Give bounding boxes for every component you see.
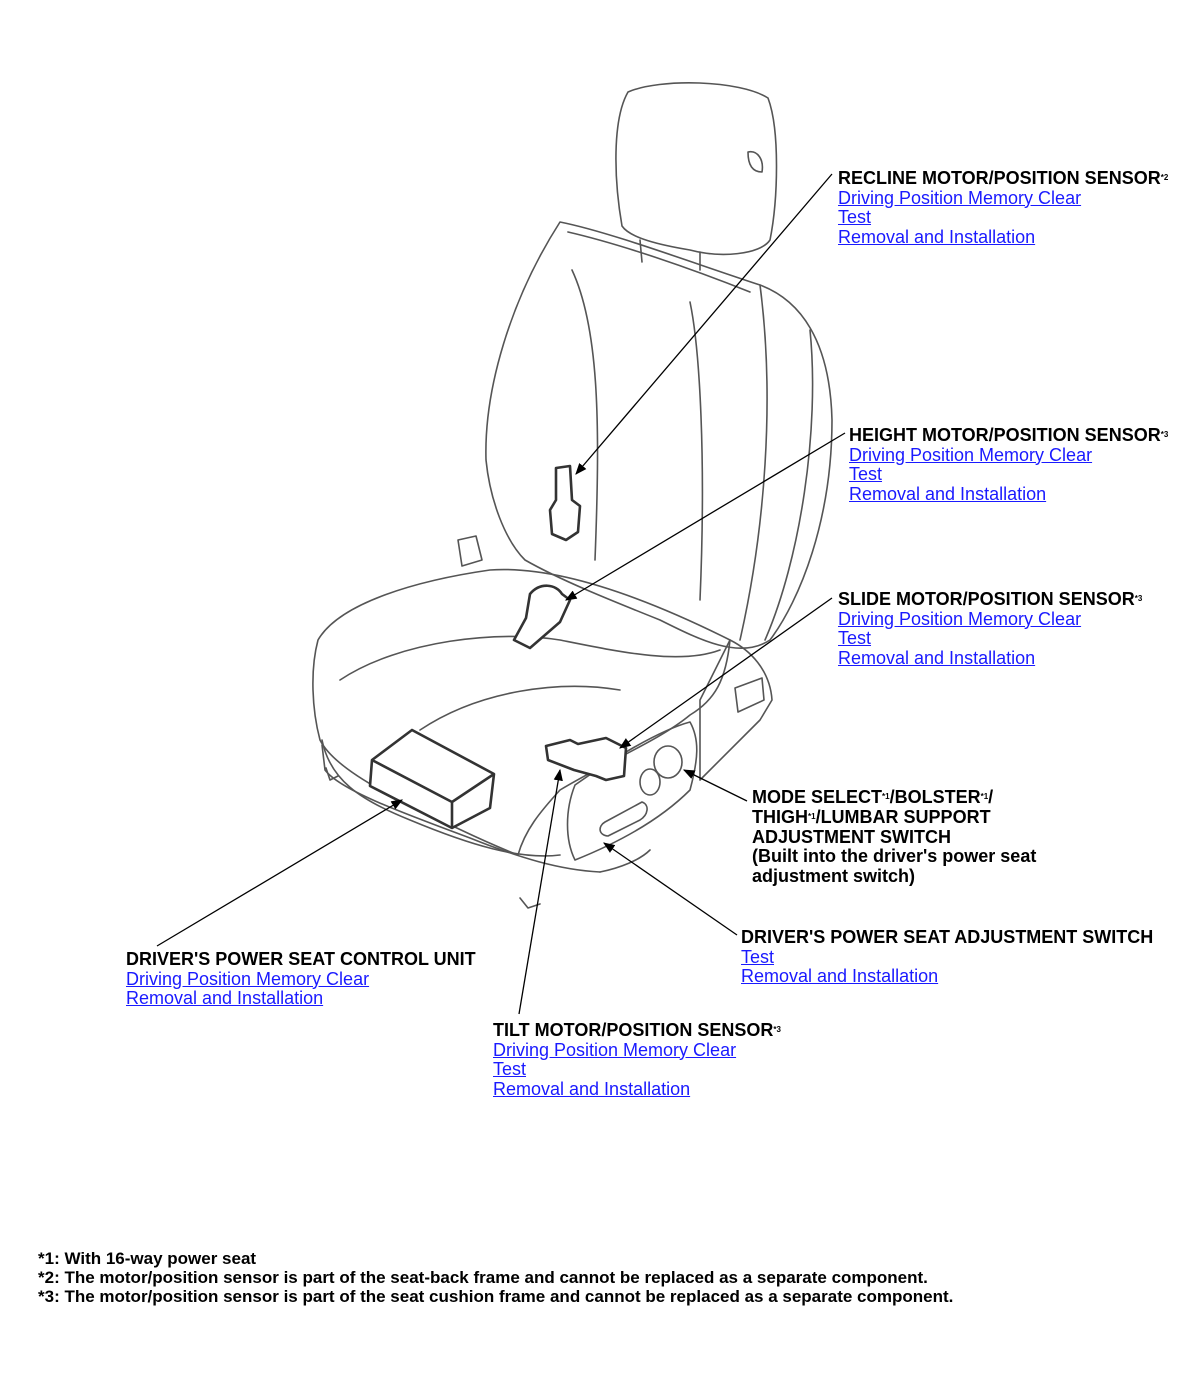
recline-link-removal[interactable]: Removal and Installation [838,228,1168,248]
control-unit-link-removal[interactable]: Removal and Installation [126,989,476,1009]
thigh-footnote-ref: *1 [808,812,816,821]
mode-select-line2: THIGH*1/LUMBAR SUPPORT [752,808,1036,828]
side-panel [700,640,772,780]
headrest-button [748,152,762,172]
callout-control-unit: DRIVER'S POWER SEAT CONTROL UNIT Driving… [126,950,476,1009]
control-unit-title: DRIVER'S POWER SEAT CONTROL UNIT [126,950,476,970]
footnote-1: *1: With 16-way power seat [38,1249,953,1268]
seat-rail-left [326,768,338,780]
footnote-2: *2: The motor/position sensor is part of… [38,1268,953,1287]
leader-adjustment-switch [604,843,737,935]
components [370,466,626,828]
leader-slide [620,598,832,748]
height-title: HEIGHT MOTOR/POSITION SENSOR*3 [849,426,1168,446]
height-link-removal[interactable]: Removal and Installation [849,485,1168,505]
adjustment-switch-link-test[interactable]: Test [741,948,1153,968]
belt-buckle [458,536,482,566]
height-link-memory-clear[interactable]: Driving Position Memory Clear [849,446,1168,466]
slide-link-memory-clear[interactable]: Driving Position Memory Clear [838,610,1142,630]
leader-recline [576,174,832,474]
bolster-footnote-ref: *1 [981,792,989,801]
height-footnote-ref: *3 [1161,430,1169,439]
slide-switch [600,802,647,836]
tilt-title: TILT MOTOR/POSITION SENSOR*3 [493,1021,781,1041]
slide-tilt-motor [546,738,626,780]
leader-mode-select [684,770,747,801]
leader-control-unit [157,800,402,946]
mode-select-footnote-ref: *1 [882,792,890,801]
seat-back-seam-outer [765,330,813,640]
mode-select-line5: adjustment switch) [752,867,1036,887]
recline-motor [550,466,580,540]
leader-tilt [519,770,560,1014]
side-handle [735,678,764,712]
adjustment-switch-link-removal[interactable]: Removal and Installation [741,967,1153,987]
cushion-seam-2 [420,686,620,730]
recline-footnote-ref: *2 [1161,173,1169,182]
height-link-test[interactable]: Test [849,465,1168,485]
footnote-3: *3: The motor/position sensor is part of… [38,1287,953,1306]
control-unit-box [370,730,494,828]
recline-link-test[interactable]: Test [838,208,1168,228]
callout-slide: SLIDE MOTOR/POSITION SENSOR*3 Driving Po… [838,590,1142,668]
callout-recline: RECLINE MOTOR/POSITION SENSOR*2 Driving … [838,169,1168,247]
seat-cushion [313,570,730,855]
slide-link-removal[interactable]: Removal and Installation [838,649,1142,669]
tilt-link-memory-clear[interactable]: Driving Position Memory Clear [493,1041,781,1061]
adjustment-switch-title: DRIVER'S POWER SEAT ADJUSTMENT SWITCH [741,928,1153,948]
footnotes: *1: With 16-way power seat *2: The motor… [38,1249,953,1306]
headrest-post-left [640,240,642,262]
seat-back-seam-right [690,302,702,600]
lumbar-knob [640,769,660,795]
seat-back [486,222,832,648]
callout-tilt: TILT MOTOR/POSITION SENSOR*3 Driving Pos… [493,1021,781,1099]
tilt-link-removal[interactable]: Removal and Installation [493,1080,781,1100]
seat-back-side [740,285,767,640]
tilt-link-test[interactable]: Test [493,1060,781,1080]
callout-height: HEIGHT MOTOR/POSITION SENSOR*3 Driving P… [849,426,1168,504]
recline-title: RECLINE MOTOR/POSITION SENSOR*2 [838,169,1168,189]
mode-select-line4: (Built into the driver's power seat [752,847,1036,867]
leader-height [566,433,845,600]
control-unit-link-memory-clear[interactable]: Driving Position Memory Clear [126,970,476,990]
mode-select-line1: MODE SELECT*1/BOLSTER*1/ [752,788,1036,808]
recline-link-memory-clear[interactable]: Driving Position Memory Clear [838,189,1168,209]
seat-rail-right [600,850,650,872]
slide-footnote-ref: *3 [1135,594,1143,603]
slide-title: SLIDE MOTOR/POSITION SENSOR*3 [838,590,1142,610]
slide-link-test[interactable]: Test [838,629,1142,649]
leader-lines [157,174,845,1014]
height-motor [514,586,570,648]
tilt-footnote-ref: *3 [773,1025,781,1034]
callout-adjustment-switch: DRIVER'S POWER SEAT ADJUSTMENT SWITCH Te… [741,928,1153,987]
seat-back-seam-top [568,232,750,292]
mode-select-line3: ADJUSTMENT SWITCH [752,828,1036,848]
callout-mode-select: MODE SELECT*1/BOLSTER*1/ THIGH*1/LUMBAR … [752,788,1036,887]
